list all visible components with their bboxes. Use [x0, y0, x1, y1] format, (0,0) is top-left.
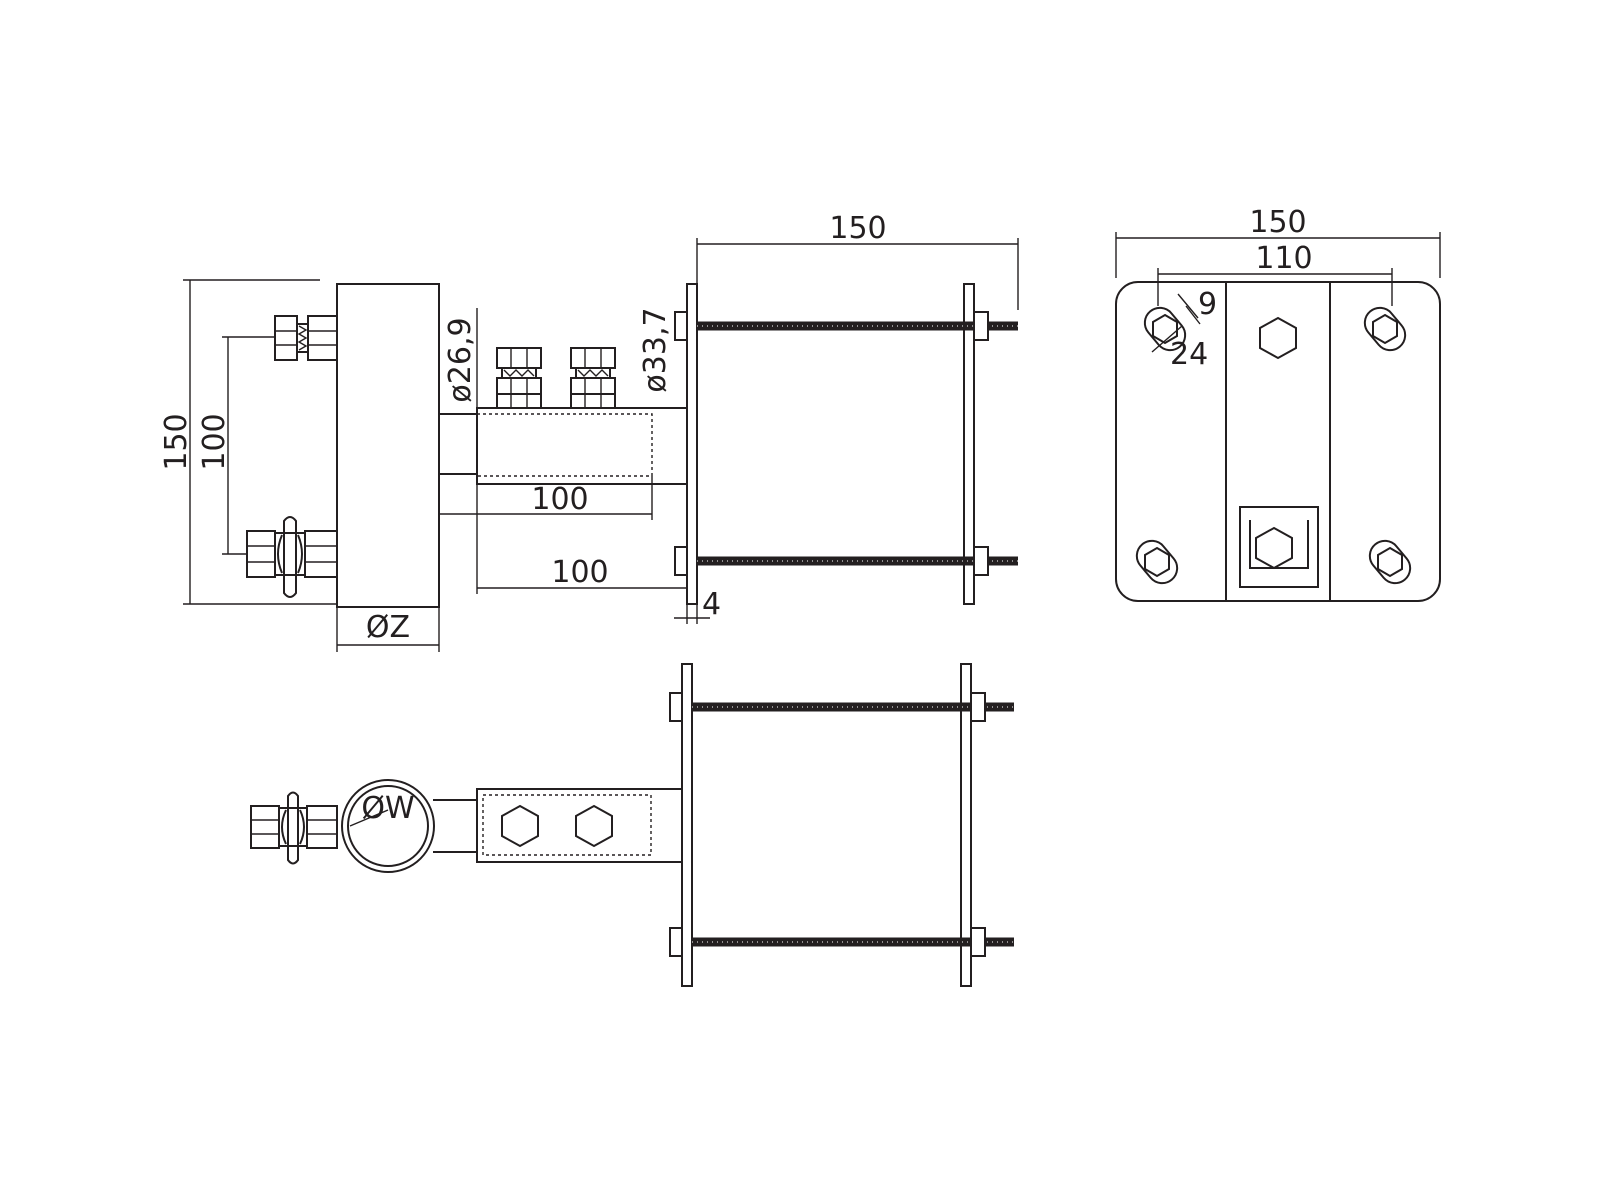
pipe-bolt-right — [570, 347, 616, 409]
base-plate-face — [1115, 281, 1441, 602]
side-view: 150 100 ØZ ø26,9 ø33,7 — [159, 211, 1019, 652]
top-plate-front — [681, 663, 693, 987]
clamp-bolt-upper — [274, 315, 338, 361]
dim-slot-width-label: 9 — [1198, 287, 1217, 322]
dimension-hole-spacing: 110 — [1157, 241, 1393, 306]
dim-arm-length-label: 100 — [551, 555, 608, 590]
dim-width-overall-label: 150 — [1249, 205, 1306, 240]
slot-bottom-left — [1135, 539, 1179, 585]
top-rod-lower — [669, 927, 1014, 957]
dimension-rod-length: 150 — [696, 211, 1019, 310]
small-pipe — [438, 413, 478, 475]
dimension-plate-thickness: 4 — [674, 587, 721, 624]
dim-height-overall-label: 150 — [159, 413, 194, 470]
dim-hole-spacing-label: 110 — [1255, 241, 1312, 276]
arm-nut-right — [575, 804, 613, 848]
dim-slot-length-label: 24 — [1170, 337, 1208, 372]
dim-plate-thickness-label: 4 — [702, 587, 721, 622]
dim-pipe-large-label: ø33,7 — [638, 307, 673, 392]
dim-insert-length-label: 100 — [531, 482, 588, 517]
top-view: ØW — [250, 663, 1014, 987]
dim-rod-length-label: 150 — [829, 211, 886, 246]
top-clamp-bolt — [250, 791, 338, 865]
mast-ring-outer — [341, 779, 435, 873]
top-rod-upper — [669, 692, 1014, 722]
pipe-bolt-left — [496, 347, 542, 409]
dimension-bolt-spacing: 100 — [197, 336, 275, 555]
arm-nut-left — [501, 804, 539, 848]
dimension-slot: 9 24 — [1151, 287, 1217, 372]
dim-pipe-small-label: ø26,9 — [443, 317, 478, 402]
top-plate-back — [960, 663, 972, 987]
large-pipe — [476, 407, 688, 485]
dim-bolt-spacing-label: 100 — [197, 413, 232, 470]
threaded-rod-upper — [674, 311, 1018, 341]
dimension-insert-length: 100 — [438, 474, 653, 520]
threaded-rod-lower — [674, 546, 1018, 576]
dim-clamp-diameter-label: ØZ — [366, 610, 410, 645]
dimension-pipe-large: ø33,7 — [638, 300, 688, 408]
dimension-height-overall: 150 — [159, 279, 337, 605]
dimension-clamp-diameter: ØZ — [336, 607, 440, 652]
base-plate-back — [963, 283, 975, 605]
dim-mast-diameter-label: ØW — [361, 791, 414, 826]
dimension-arm-length: 100 — [476, 484, 687, 594]
mast-ring-inner — [347, 785, 429, 867]
clamp-bolt-lower — [246, 516, 338, 598]
dimension-pipe-small: ø26,9 — [438, 308, 478, 414]
plate-view: 150 110 9 24 — [1115, 205, 1441, 602]
base-plate-front — [686, 283, 698, 605]
slot-bottom-right — [1368, 539, 1412, 585]
dimension-width-overall: 150 — [1115, 205, 1441, 278]
pipe-saddle — [1239, 506, 1319, 588]
center-nut-upper — [1259, 316, 1297, 360]
slot-top-right — [1363, 306, 1407, 352]
clamp-body — [336, 283, 440, 608]
